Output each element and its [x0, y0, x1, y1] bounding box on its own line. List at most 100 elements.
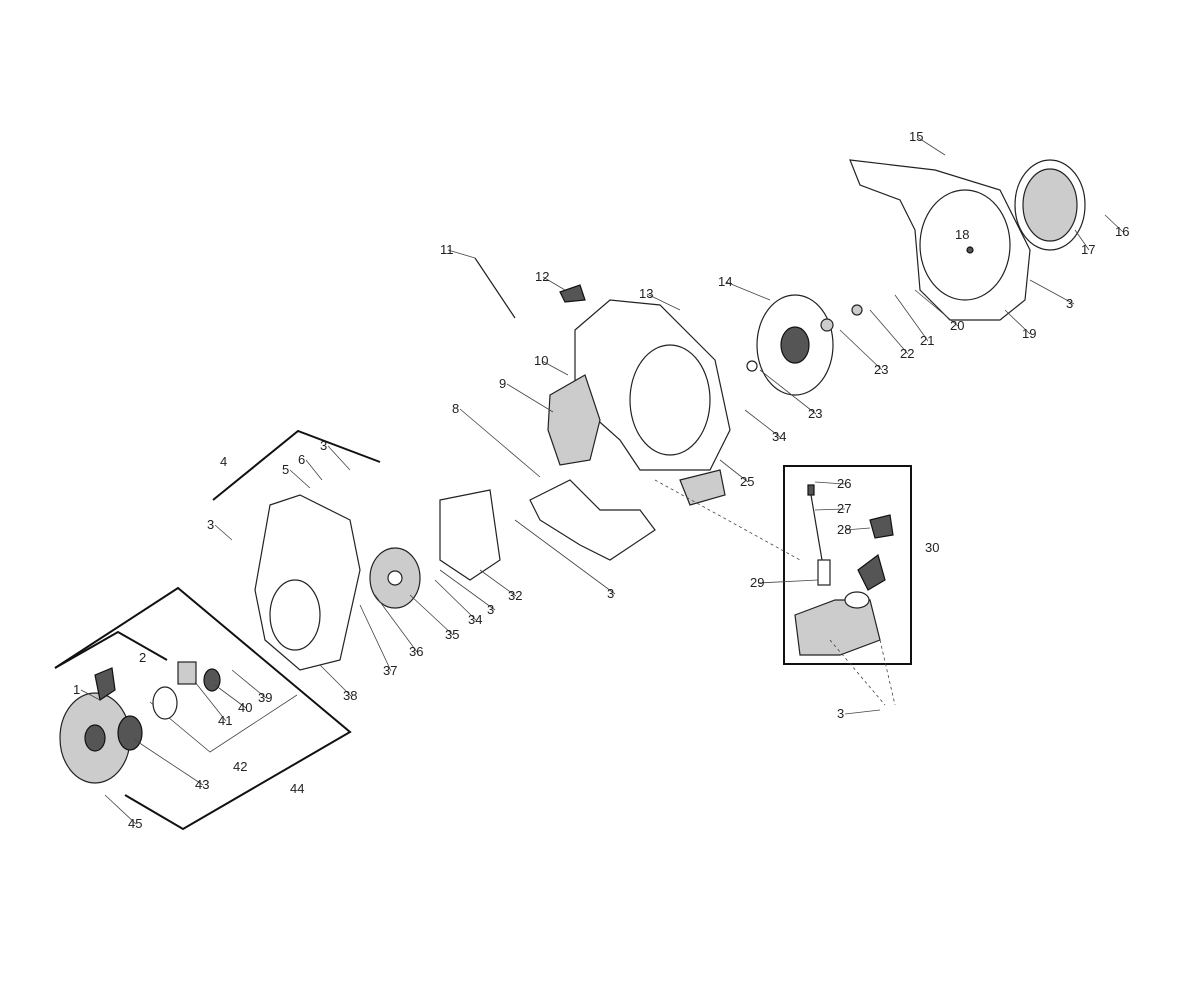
kit-30-frame	[783, 465, 912, 665]
leader-line-23	[839, 329, 883, 371]
callout-10: 10	[534, 353, 548, 368]
callout-22: 22	[900, 346, 914, 361]
callout-14: 14	[718, 274, 732, 289]
leader-line-23	[759, 369, 817, 415]
leader-line-29	[757, 579, 819, 584]
callout-34: 34	[468, 612, 482, 627]
callout-32: 32	[508, 588, 522, 603]
callout-4: 4	[220, 454, 227, 469]
leader-line-1	[80, 689, 101, 701]
callout-36: 36	[409, 644, 423, 659]
leader-line-21	[894, 294, 929, 342]
rod-part	[474, 257, 516, 319]
leader-line-9	[506, 383, 554, 413]
callout-41: 41	[218, 713, 232, 728]
callout-11: 11	[440, 242, 454, 257]
leader-line-27	[814, 508, 846, 511]
callout-6: 6	[298, 452, 305, 467]
leader-line-3	[1029, 279, 1075, 305]
cover-part	[547, 374, 601, 466]
leader-line-40	[214, 684, 247, 709]
callout-21: 21	[920, 333, 934, 348]
fan-case-part	[574, 299, 731, 506]
kit-2-bracket	[54, 630, 168, 669]
callout-3: 3	[837, 706, 844, 721]
callout-25: 25	[740, 474, 754, 489]
callout-16: 16	[1115, 224, 1129, 239]
leader-line-11	[447, 249, 476, 259]
callout-12: 12	[535, 269, 549, 284]
callout-27: 27	[837, 501, 851, 516]
callout-8: 8	[452, 401, 459, 416]
callout-15: 15	[909, 129, 923, 144]
leader-line-19	[1004, 309, 1031, 335]
kit-44-bracket	[54, 586, 352, 831]
kit-42-bracket	[149, 694, 298, 753]
intake-grille-part	[1014, 159, 1086, 251]
leader-line-32	[479, 569, 517, 597]
callout-42: 42	[233, 759, 247, 774]
callout-35: 35	[445, 627, 459, 642]
callout-13: 13	[639, 286, 653, 301]
callout-1: 1	[73, 682, 80, 697]
leader-line-15	[916, 136, 946, 156]
leader-line-37	[359, 604, 392, 672]
impeller-part	[746, 294, 863, 396]
callout-3: 3	[1066, 296, 1073, 311]
leader-line-16	[1104, 214, 1124, 233]
callout-28: 28	[837, 522, 851, 537]
leader-line-25	[719, 459, 749, 483]
leader-line-34	[434, 579, 477, 621]
callout-38: 38	[343, 688, 357, 703]
callout-23: 23	[874, 362, 888, 377]
leader-line-22	[869, 309, 909, 355]
leader-line-35	[409, 594, 454, 636]
spring-part	[177, 661, 197, 685]
callout-5: 5	[282, 462, 289, 477]
leader-line-10	[541, 360, 569, 376]
leader-line-28	[844, 527, 871, 531]
leader-line-3	[327, 445, 351, 471]
callout-3: 3	[320, 438, 327, 453]
leader-line-14	[725, 281, 771, 301]
leader-line-5	[289, 469, 311, 489]
callout-20: 20	[950, 318, 964, 333]
callout-37: 37	[383, 663, 397, 678]
assembly-dashed-lines	[654, 479, 896, 706]
leader-line-43	[134, 739, 204, 786]
starter-housing-part	[59, 667, 131, 784]
blower-housing-part	[849, 159, 1031, 321]
ratchet-part	[203, 668, 221, 692]
kit-4-bracket	[212, 429, 381, 501]
callout-3: 3	[207, 517, 214, 532]
leader-line-26	[814, 481, 846, 485]
callout-39: 39	[258, 690, 272, 705]
callout-43: 43	[195, 777, 209, 792]
callout-18: 18	[955, 227, 969, 242]
engine-cover-part	[254, 494, 361, 671]
leader-lines	[80, 136, 1124, 825]
leader-line-3	[439, 569, 496, 611]
plate-part	[439, 489, 501, 581]
trigger-part	[559, 284, 586, 303]
leader-line-8	[459, 408, 541, 478]
leader-line-3	[214, 524, 233, 541]
leader-line-20	[914, 289, 959, 327]
callout-3: 3	[607, 586, 614, 601]
leader-line-3	[514, 519, 616, 595]
leader-line-12	[542, 276, 566, 291]
callout-40: 40	[238, 700, 252, 715]
callout-9: 9	[499, 376, 506, 391]
seal-part	[117, 715, 143, 751]
leader-line-38	[319, 664, 352, 697]
callout-3: 3	[487, 602, 494, 617]
handle-part	[529, 479, 656, 561]
leader-line-13	[646, 293, 681, 311]
leader-line-34	[744, 409, 781, 438]
leader-line-41	[194, 681, 227, 722]
leader-line-36	[374, 594, 418, 653]
callout-30: 30	[925, 540, 939, 555]
leader-line-3	[844, 709, 881, 715]
